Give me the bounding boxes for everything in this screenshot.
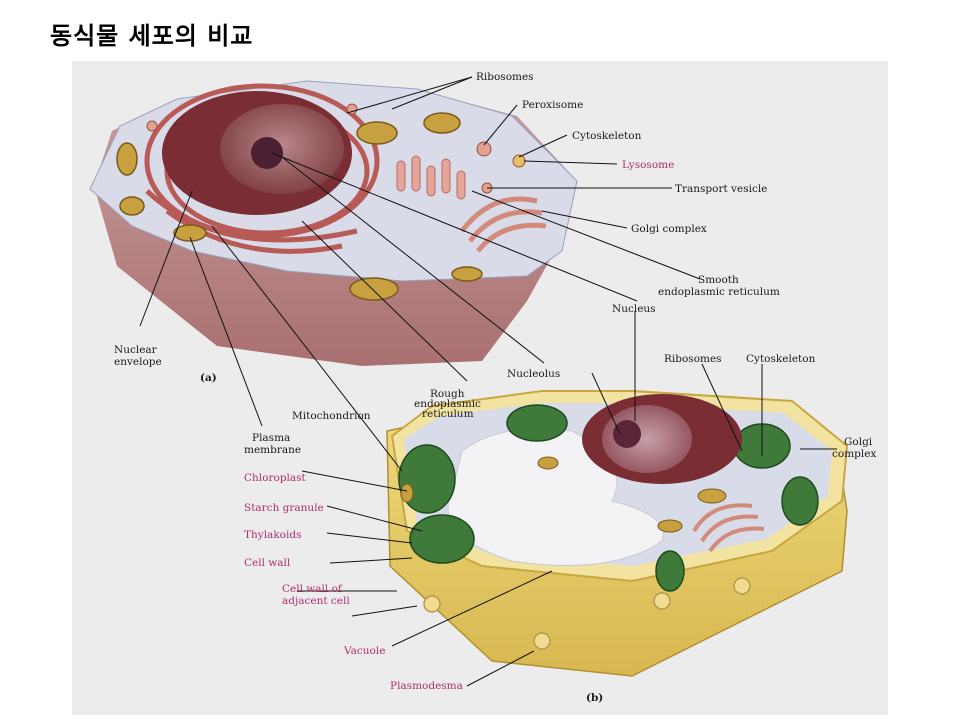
label-lysosome: Lysosome xyxy=(622,159,674,171)
label-plasma-membrane-line2: membrane xyxy=(244,444,301,456)
label-smooth-er-line1: Smooth xyxy=(698,274,739,286)
plant-plasmodesmata xyxy=(423,577,751,650)
label-nucleus: Nucleus xyxy=(612,303,656,315)
leader-lines xyxy=(139,76,837,687)
animal-smooth-er xyxy=(396,155,466,200)
label-chloroplast: Chloroplast xyxy=(244,472,307,484)
label-panel-b: (b) xyxy=(586,692,603,704)
label-cell-wall-adjacent-line2: adjacent cell xyxy=(282,595,350,607)
animal-nucleus xyxy=(162,91,352,215)
labels: Ribosomes Peroxisome Cytoskeleton Lysoso… xyxy=(114,71,876,704)
plant-golgi xyxy=(692,503,765,553)
plant-cell xyxy=(386,390,849,677)
label-mitochondrion: Mitochondrion xyxy=(292,410,371,422)
label-golgi-b-line2: complex xyxy=(832,448,876,460)
cell-diagram: Ribosomes Peroxisome Cytoskeleton Lysoso… xyxy=(89,71,876,704)
label-panel-a: (a) xyxy=(200,372,217,384)
label-rough-er-line2: endoplasmic xyxy=(414,398,481,410)
label-ribosomes-b: Ribosomes xyxy=(664,353,722,365)
animal-golgi xyxy=(460,196,547,253)
label-nuclear-envelope-line1: Nuclear xyxy=(114,344,158,356)
page-title: 동식물 세포의 비교 xyxy=(50,22,254,50)
label-rough-er-line1: Rough xyxy=(430,388,465,400)
label-ribosomes-a: Ribosomes xyxy=(476,71,534,83)
plant-nucleolus xyxy=(613,420,641,448)
animal-mitochondria xyxy=(116,112,483,301)
label-smooth-er-line2: endoplasmic reticulum xyxy=(658,286,780,298)
label-transport-vesicle: Transport vesicle xyxy=(675,183,767,195)
label-cytoskeleton-a: Cytoskeleton xyxy=(572,130,642,142)
label-peroxisome: Peroxisome xyxy=(522,99,583,111)
label-plasma-membrane-line1: Plasma xyxy=(252,432,290,444)
animal-nucleolus xyxy=(251,137,283,169)
label-cell-wall: Cell wall xyxy=(244,557,291,569)
label-nucleolus: Nucleolus xyxy=(507,368,560,380)
cell-comparison-figure: Ribosomes Peroxisome Cytoskeleton Lysoso… xyxy=(72,61,888,715)
label-cell-wall-adjacent-line1: Cell wall of xyxy=(282,583,343,595)
plant-nucleus xyxy=(582,394,742,484)
label-thylakoids: Thylakoids xyxy=(244,529,301,541)
label-vacuole: Vacuole xyxy=(343,645,385,657)
label-starch-granule: Starch granule xyxy=(244,502,324,514)
label-plasmodesma: Plasmodesma xyxy=(390,680,463,692)
label-rough-er-line3: reticulum xyxy=(422,408,474,420)
label-cytoskeleton-b: Cytoskeleton xyxy=(746,353,816,365)
label-nuclear-envelope-line2: envelope xyxy=(114,356,162,368)
plant-mitochondria xyxy=(400,456,727,533)
animal-cell xyxy=(89,80,578,366)
label-golgi-complex-a: Golgi complex xyxy=(631,223,707,235)
label-golgi-b-line1: Golgi xyxy=(844,436,873,448)
